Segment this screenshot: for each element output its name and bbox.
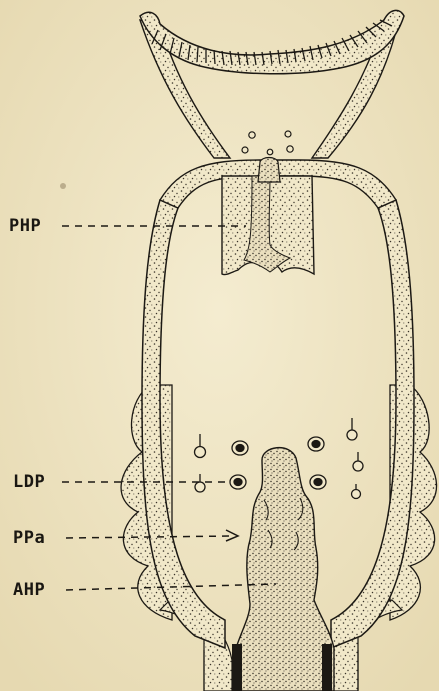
- paper-speck: [60, 183, 66, 189]
- label-ldp: LDP: [13, 474, 45, 491]
- label-ahp: AHP: [13, 582, 45, 599]
- base-bar-left: [232, 644, 242, 691]
- base-bar-right: [322, 644, 332, 691]
- label-php: PHP: [9, 218, 41, 235]
- label-ppa: PPa: [13, 530, 45, 547]
- php-stalk: [258, 158, 280, 183]
